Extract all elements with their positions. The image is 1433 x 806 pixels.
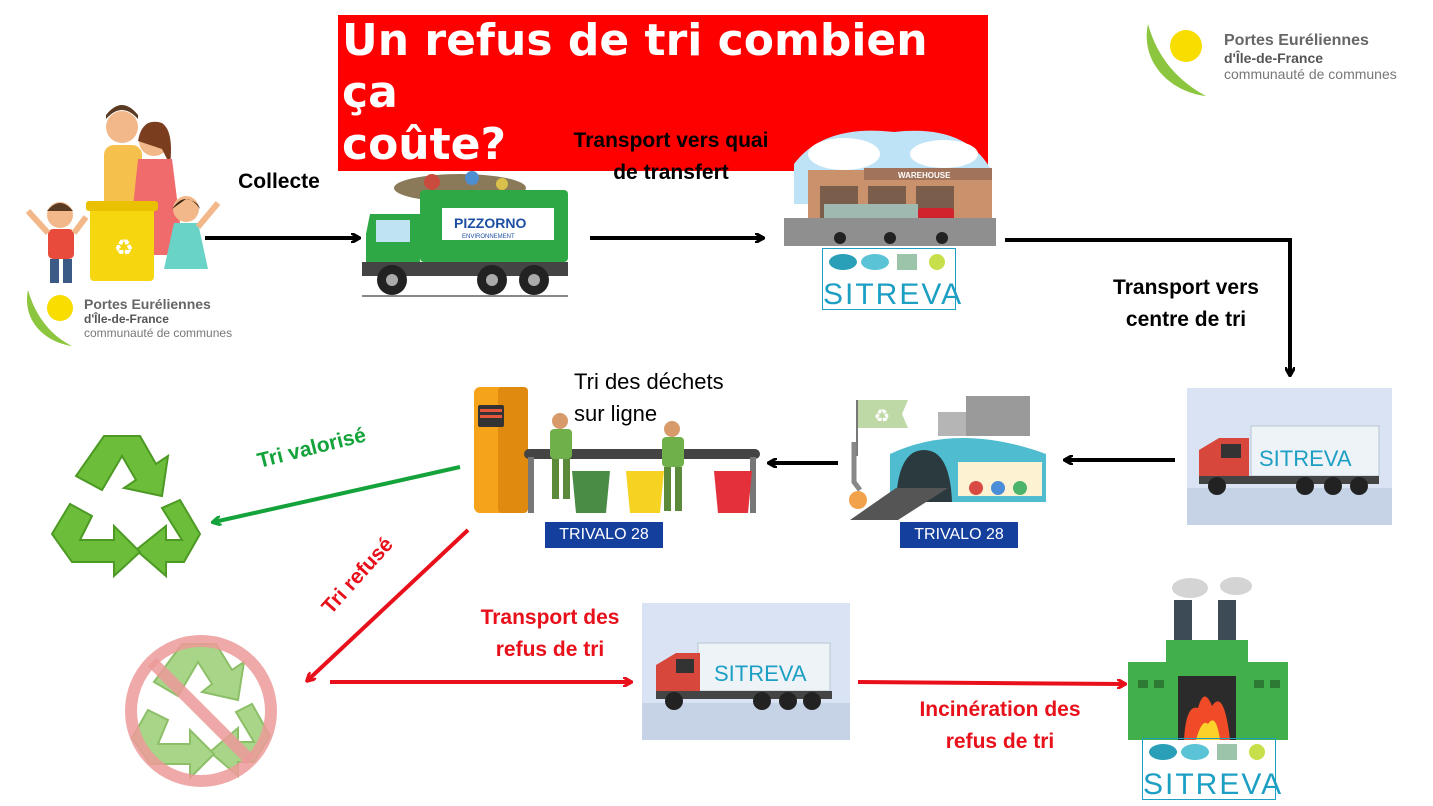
sitreva-truck-right: SITREVA: [1187, 388, 1392, 525]
sorting-line-illustration: [470, 385, 760, 517]
logo-line-3: communauté de communes: [84, 326, 233, 340]
trivalo-badge-line: TRIVALO 28: [545, 522, 663, 548]
page-title: Un refus de tri combien ça coûte?: [338, 15, 988, 171]
svg-text:♻: ♻: [114, 236, 134, 261]
logo-sun-icon: [27, 290, 73, 346]
label-tri-ligne: Tri des déchets sur ligne: [574, 369, 724, 426]
pizzorno-panel: [442, 208, 554, 240]
transfer-station-illustration: WAREHOUSE SITREVA: [784, 124, 998, 311]
label-transport-quai: Transport vers quai de transfert: [573, 129, 769, 184]
arrow-centre: [1005, 238, 1290, 374]
title-line-2: coûte?: [342, 119, 507, 171]
logo-line-1: Portes Euréliennes: [1224, 32, 1369, 49]
sitreva-truck-text: SITREVA: [714, 661, 807, 686]
label-incineration: Incinération des refus de tri: [919, 698, 1081, 753]
title-line-1: Un refus de tri combien ça: [342, 15, 928, 118]
no-recycle-icon: [120, 630, 282, 792]
sitreva-shapes-icon: [829, 254, 945, 270]
sitreva-text: SITREVA: [1143, 768, 1284, 801]
community-logo-bottom: Portes Euréliennes d'Île-de-France commu…: [22, 288, 242, 352]
sitreva-text: SITREVA: [823, 278, 964, 311]
arrow-refuse: [308, 528, 470, 680]
truck-brand-sub: ENVIRONNEMENT: [462, 234, 515, 240]
trivalo-badge-center: TRIVALO 28: [900, 522, 1018, 548]
sorting-center-illustration: ♻: [838, 392, 1058, 522]
logo-sun-icon: [1146, 24, 1206, 96]
sitreva-logo: SITREVA: [822, 248, 964, 311]
sitreva-logo: SITREVA: [1142, 738, 1284, 801]
garbage-truck-illustration: PIZZORNO ENVIRONNEMENT: [362, 160, 572, 300]
sitreva-shapes-icon: [1149, 744, 1265, 760]
sitreva-truck-text: SITREVA: [1259, 446, 1352, 471]
logo-line-2: d'Île-de-France: [1224, 50, 1324, 66]
logo-line-2: d'Île-de-France: [84, 312, 169, 326]
truck-brand: PIZZORNO: [454, 215, 526, 231]
arrow-incineration: [857, 682, 1124, 684]
incinerator-illustration: SITREVA: [1124, 576, 1292, 801]
logo-line-3: communauté de communes: [1224, 66, 1397, 82]
label-collecte: Collecte: [238, 170, 320, 193]
warehouse-sign: WAREHOUSE: [898, 171, 951, 180]
family-illustration: ♻: [22, 105, 222, 285]
community-logo-top: Portes Euréliennes d'Île-de-France commu…: [1140, 22, 1420, 102]
arrow-valorise: [214, 465, 461, 522]
label-transport-centre: Transport vers centre de tri: [1113, 276, 1259, 331]
recycle-icon: [44, 430, 212, 590]
svg-text:♻: ♻: [874, 406, 890, 427]
label-transport-refus: Transport des refus de tri: [480, 606, 620, 661]
logo-line-1: Portes Euréliennes: [84, 296, 211, 312]
refus-truck-illustration: SITREVA: [642, 603, 850, 740]
